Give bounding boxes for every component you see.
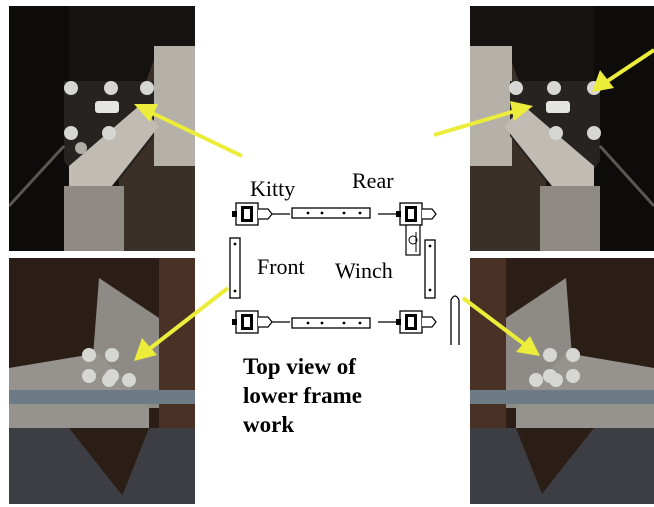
label-rear: Rear: [352, 168, 394, 193]
rail-top: [291, 207, 371, 219]
corner-bracket-bottom-right: [395, 310, 437, 334]
winch-plate: [405, 224, 421, 256]
arrow-bottom-right: [461, 296, 540, 356]
caption-line-1: Top view of: [243, 354, 356, 379]
diagram-caption: Top view of lower frame work: [243, 352, 413, 439]
arrow-top-right-2: [592, 48, 654, 92]
photo-top-right: [470, 6, 654, 251]
caption-line-2: lower frame: [243, 383, 362, 408]
label-winch: Winch: [335, 258, 393, 283]
photo-bottom-left: [9, 258, 195, 504]
corner-bracket-top-right: [395, 202, 437, 226]
corner-bracket-bottom-left: [231, 310, 273, 334]
label-front: Front: [257, 254, 305, 279]
photo-bottom-right: [470, 258, 654, 504]
photo-top-left: [9, 6, 195, 251]
arrow-top-right-1: [433, 101, 533, 137]
arrow-top-left: [134, 104, 243, 158]
rail-right: [424, 239, 436, 299]
rail-left: [229, 237, 241, 299]
arrow-bottom-left: [134, 286, 230, 361]
corner-bracket-top-left: [231, 202, 273, 226]
caption-line-3: work: [243, 412, 295, 437]
rail-bottom: [291, 317, 371, 329]
winch-rope: [450, 295, 460, 345]
label-kitty: Kitty: [250, 176, 296, 201]
